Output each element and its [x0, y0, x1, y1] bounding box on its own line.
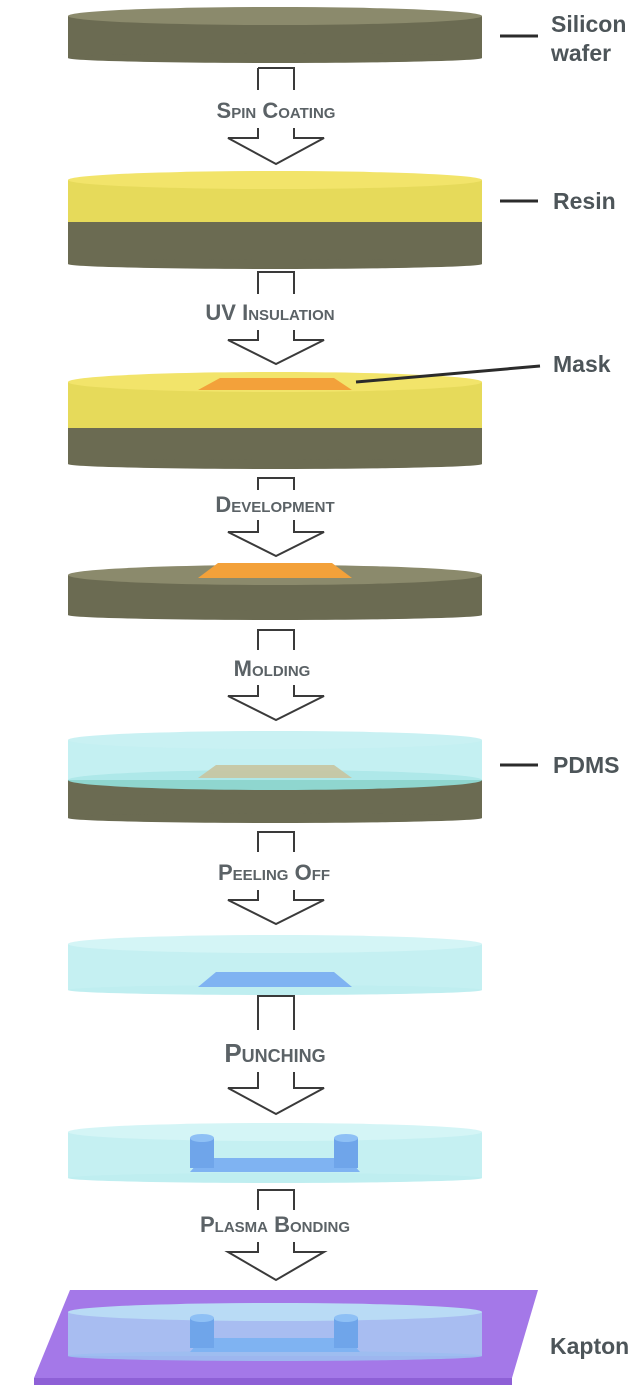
bonded-inlet — [190, 1318, 214, 1348]
step-label-molding: Molding — [234, 656, 311, 681]
step-label-plasma-bonding: Plasma Bonding — [200, 1212, 350, 1237]
mask-label: Mask — [553, 351, 611, 377]
punched-pdms — [68, 1123, 482, 1183]
step-label-uv-insulation: UV Insulation — [205, 300, 334, 325]
bonded-outlet — [334, 1318, 358, 1348]
channel-imprint — [198, 972, 352, 987]
process-arrow — [227, 831, 325, 926]
process-arrow — [227, 477, 325, 558]
bonded-device-on-kapton — [34, 1290, 538, 1385]
outlet-hole — [334, 1138, 358, 1168]
punched-channel — [190, 1158, 360, 1172]
process-arrow — [227, 67, 325, 166]
process-arrow — [227, 271, 325, 366]
mold-feature-under-pdms — [198, 765, 352, 778]
mask-pointer — [355, 364, 541, 384]
process-arrow — [224, 1189, 328, 1282]
mold-master-shape — [198, 563, 352, 578]
process-arrow — [227, 629, 325, 722]
silicon-wafer-label-line2: wafer — [550, 40, 611, 66]
mask-shape — [198, 378, 352, 390]
step-label-development: Development — [215, 492, 334, 517]
peeled-pdms — [68, 935, 482, 995]
step-label-peeling-off: Peeling Off — [218, 860, 330, 885]
masked-resin-wafer — [68, 372, 482, 469]
developed-wafer — [68, 563, 482, 620]
pdms-on-wafer — [68, 731, 482, 823]
step-label-spin-coating: Spin Coating — [217, 98, 336, 123]
kapton-label: Kapton — [550, 1333, 629, 1359]
silicon-wafer-label-line1: Silicon — [551, 11, 626, 37]
pdms-label: PDMS — [553, 752, 619, 778]
resin-coated-wafer — [68, 171, 482, 269]
silicon-wafer-disc — [68, 7, 482, 63]
inlet-hole — [190, 1138, 214, 1168]
process-arrow — [227, 995, 325, 1116]
resin-label: Resin — [553, 188, 616, 214]
step-label-punching: Punching — [224, 1038, 325, 1068]
bonded-channel — [190, 1338, 360, 1352]
